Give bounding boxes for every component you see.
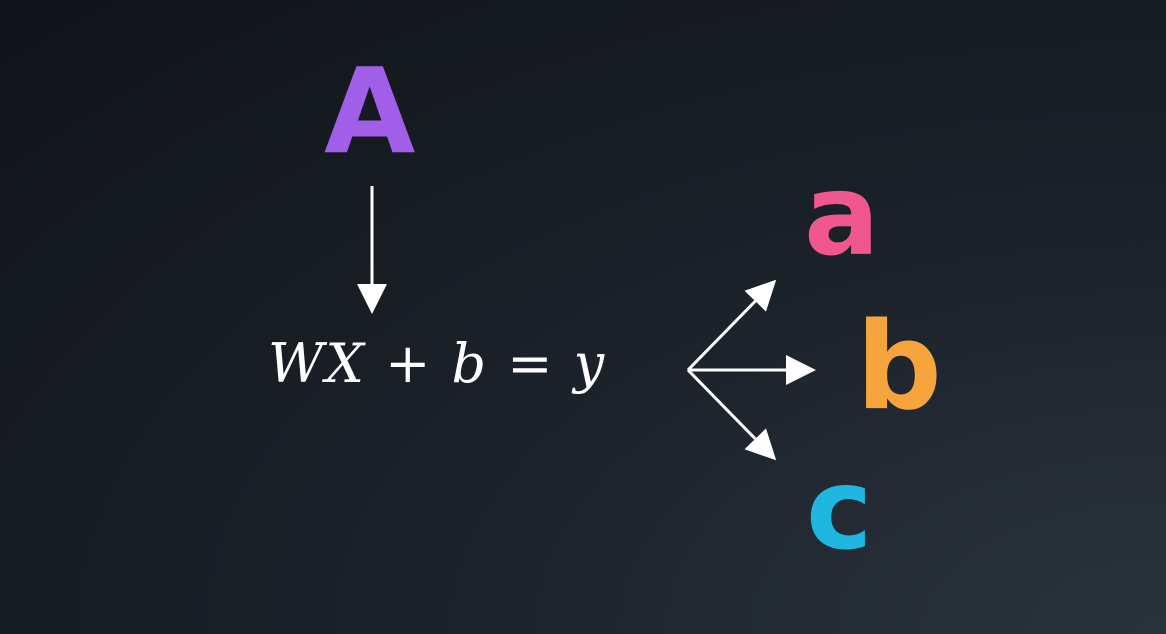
output-label-a: a — [804, 151, 880, 281]
input-label-A: A — [324, 42, 416, 180]
output-label-c: c — [806, 445, 873, 575]
arrow-to-c — [686, 368, 777, 461]
fan-out-arrows-icon — [686, 279, 816, 461]
output-label-b: b — [856, 298, 942, 437]
arrow-to-a — [686, 279, 777, 372]
equation: WX + b = y — [268, 332, 607, 395]
